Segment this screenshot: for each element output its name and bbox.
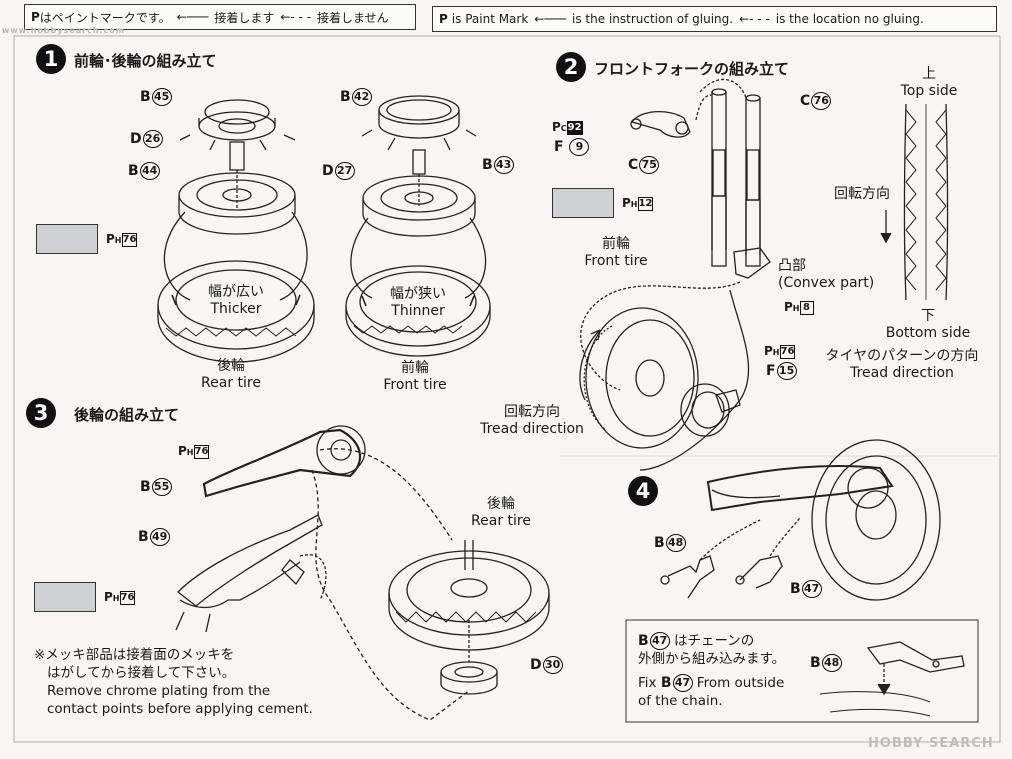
paint-mark-c92: PC92 [552, 120, 583, 135]
legend-jp-noglue: 接着しません [317, 10, 389, 25]
color-swatch [552, 188, 614, 218]
step-title-2: フロントフォークの組み立て [594, 60, 790, 78]
convex-part-label: 凸部(Convex part) [778, 258, 875, 291]
step-number-4: 4 [628, 476, 658, 506]
legend-en-paint: is Paint Mark [451, 12, 529, 26]
tread-rotation-label: 回転方向 [834, 186, 890, 202]
legend-jp-paint: はペイントマークです。 [39, 10, 171, 25]
paint-mark-icon: P [31, 10, 40, 24]
part-label-f9: F 9 [554, 138, 590, 156]
paint-mark-swingarm: PH76 [104, 590, 136, 605]
color-swatch [34, 582, 96, 612]
legend-english: P is Paint Mark ←─── is the instruction … [432, 6, 997, 32]
site-watermark: www.hobbysearch.com [2, 26, 126, 35]
step-number-2: 2 [556, 52, 586, 82]
legend-en-noglue: is the location no gluing. [775, 12, 924, 26]
step-number-1: 1 [36, 44, 66, 74]
chrome-plating-note: ※メッキ部品は接着面のメッキを はがしてから接着して下さい。 Remove ch… [34, 647, 313, 717]
arrow-solid-icon: ←─── [176, 10, 209, 24]
front-wheel-exploded [345, 95, 491, 357]
step-title-3: 後輪の組み立て [74, 406, 180, 424]
step-number-3: 3 [26, 398, 56, 428]
arrow-solid-icon: ←─── [534, 12, 567, 26]
legend-jp-glue: 接着します [214, 10, 275, 25]
inset-illustration [819, 641, 965, 717]
paint-mark-h76-disc: PH76 [764, 344, 796, 359]
rear-suspension-assembly [660, 439, 941, 601]
hobbysearch-watermark: HOBBY SEARCH [868, 736, 994, 751]
paint-mark-icon: P [439, 12, 448, 26]
paint-mark-h76: PH76 [106, 232, 138, 247]
step-title-1: 前輪･後輪の組み立て [74, 52, 217, 70]
legend-japanese: P はペイントマークです。 ←─── 接着します ←- - - 接着しません [24, 4, 416, 30]
color-swatch [36, 224, 98, 254]
legend-en-glue: is the instruction of gluing. [572, 12, 734, 26]
rear-wheel-exploded [157, 99, 315, 363]
paint-mark-h12: PH12 [622, 196, 654, 211]
arrow-dashed-icon: ←- - - [280, 10, 312, 24]
rear-wheel-assembly [175, 425, 550, 721]
front-fork-exploded [579, 78, 949, 471]
paint-mark-chain: PH76 [178, 444, 210, 459]
arrow-dashed-icon: ←- - - [739, 12, 770, 26]
